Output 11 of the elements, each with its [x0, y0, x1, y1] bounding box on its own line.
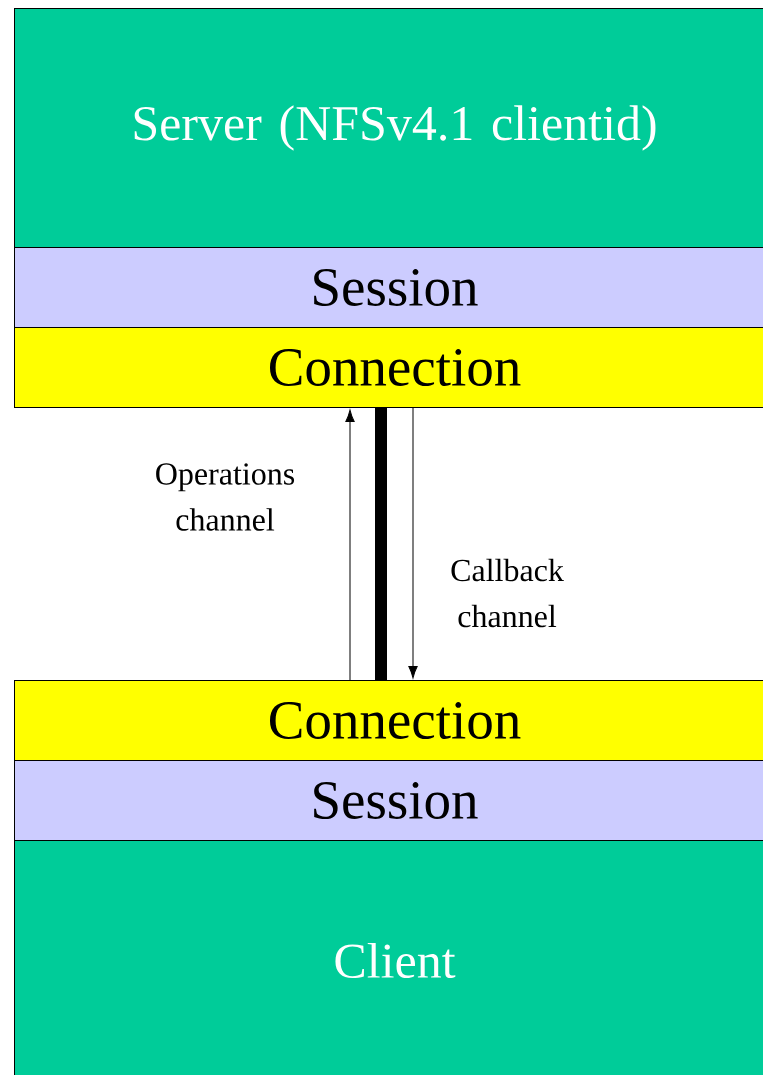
server-block: Server (NFSv4.1 clientid) — [14, 8, 763, 248]
session-band: Session — [14, 760, 763, 841]
arrow — [345, 409, 355, 681]
thick-line — [375, 408, 387, 680]
client-block: Client — [14, 840, 763, 1075]
connection-band: Connection — [14, 680, 763, 761]
arrow — [408, 407, 418, 679]
edge-label: Callback channel — [451, 558, 564, 628]
edge-label: Operations channel — [156, 463, 295, 531]
connection-band: Connection — [14, 327, 763, 408]
session-band: Session — [14, 247, 763, 328]
